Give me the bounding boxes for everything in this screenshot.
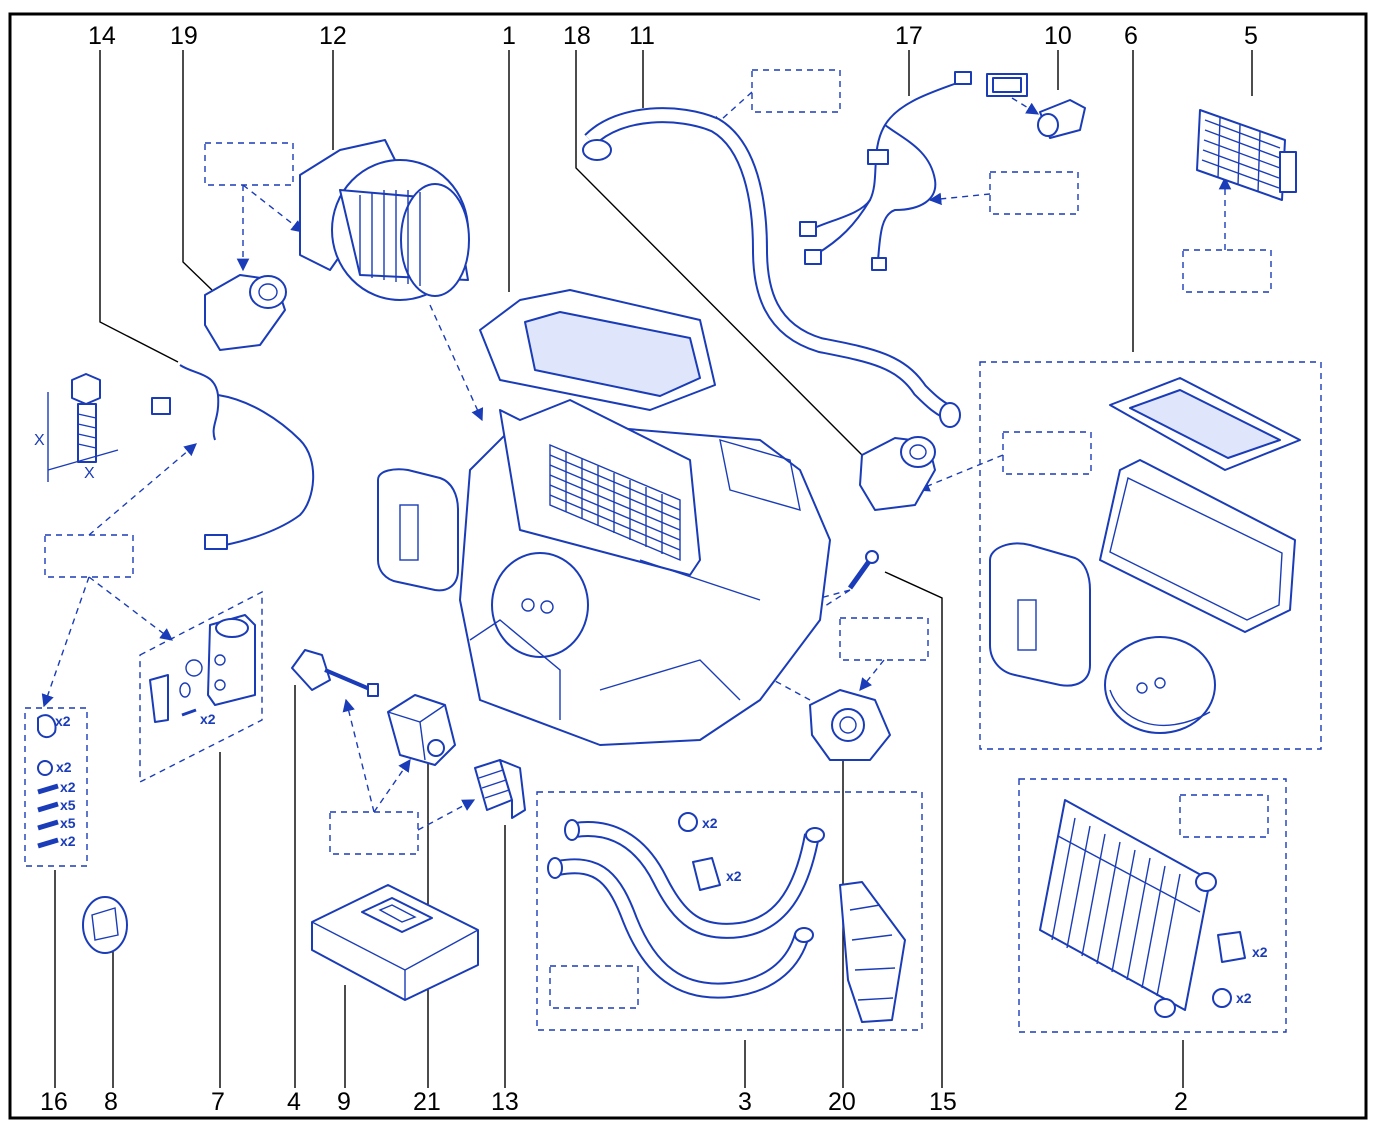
ref-label-19: 19	[170, 22, 198, 50]
ref-label-13: 13	[491, 1088, 519, 1116]
qty-label-kit2-clip: x2	[1252, 944, 1268, 960]
ref-label-5: 5	[1244, 22, 1258, 50]
part-16-fastener-kit: x2 x2 x2 x5 x5 x2	[37, 713, 76, 849]
leader-14	[99, 50, 179, 363]
qty-label-kit16-5: x2	[60, 833, 76, 849]
part-7-expansion-valve-kit: x2	[149, 614, 256, 727]
arrow-14	[88, 443, 197, 536]
part-4-sensor-probe	[291, 649, 379, 697]
placeholder-box-6	[1002, 431, 1092, 475]
qty-label-kit16-4: x5	[60, 815, 76, 831]
qty-label-kit16-3: x5	[60, 797, 76, 813]
part-8-grommet	[82, 896, 128, 954]
leader-18	[575, 50, 863, 456]
ref-label-11: 11	[629, 22, 655, 50]
part-15-screw	[847, 550, 879, 590]
part-1-hvac-unit	[377, 289, 831, 746]
part-13-blower-resistor	[474, 759, 526, 819]
hvac-actuator-disc	[491, 552, 589, 658]
qty-label-kit16-1: x2	[56, 759, 72, 775]
arrow-12-b	[242, 184, 304, 233]
part-5-electric-heater	[1196, 109, 1297, 201]
part-11-hose	[582, 107, 961, 428]
ref-label-16: 16	[40, 1088, 68, 1116]
placeholder-box-12	[204, 142, 294, 186]
ref-label-20: 20	[828, 1088, 856, 1116]
arrow-17	[928, 192, 991, 206]
placeholder-box-21	[329, 811, 419, 855]
ref-label-2: 2	[1174, 1088, 1188, 1116]
part-2-heater-core-kit: x2 x2	[1039, 799, 1268, 1018]
hvac-grille	[549, 443, 681, 562]
ref-label-10: 10	[1044, 22, 1072, 50]
kit-box-7	[139, 590, 263, 784]
qty-label-kit3-clip: x2	[726, 868, 742, 884]
part-21-actuator	[387, 694, 456, 766]
ref-label-8: 8	[104, 1088, 118, 1116]
arrow-14-to-7	[88, 576, 174, 641]
ref-label-4: 4	[287, 1088, 301, 1116]
placeholder-box-17	[989, 171, 1079, 215]
dimension-mark-x-horizontal: X	[84, 465, 95, 482]
qty-label-kit3-ring: x2	[702, 815, 718, 831]
ref-label-21: 21	[413, 1088, 441, 1116]
ref-label-7: 7	[211, 1088, 225, 1116]
arrow-14-to-16	[41, 576, 90, 708]
diagram-frame	[8, 12, 1368, 1120]
leader-lines	[54, 50, 1253, 1088]
arrow-10	[1011, 97, 1040, 115]
qty-label-kit7-screw: x2	[200, 711, 216, 727]
placeholder-box-20	[839, 617, 929, 661]
placeholder-box-11	[751, 69, 841, 113]
arrow-20	[859, 659, 885, 691]
placeholder-box-14	[44, 534, 134, 578]
ref-label-14: 14	[88, 22, 116, 50]
arrow-21-b	[373, 758, 411, 813]
arrow-21-a	[342, 698, 375, 813]
placeholder-box-3	[549, 965, 639, 1009]
bolt-dimension-detail: X X	[34, 373, 119, 482]
qty-label-kit16-0: x2	[55, 713, 71, 729]
part-10-sensor	[986, 73, 1086, 139]
leader-15	[884, 571, 943, 1088]
kit-box-2	[1018, 778, 1287, 1033]
part-14-temp-sensor-wire	[151, 364, 315, 550]
ref-label-18: 18	[563, 22, 591, 50]
ref-label-1: 1	[502, 22, 516, 50]
part-18-flap-motor	[859, 436, 936, 511]
qty-label-kit2-ring: x2	[1236, 990, 1252, 1006]
part-9-control-module	[311, 884, 479, 1001]
placeholder-box-2	[1179, 794, 1269, 838]
arrow-13	[417, 799, 476, 831]
dimension-mark-x-vertical: X	[34, 432, 45, 449]
kit-box-6	[979, 361, 1322, 750]
part-19-flap-motor	[204, 274, 287, 351]
part-6-filter-seals-kit	[989, 377, 1301, 734]
part-17-wiring-harness	[799, 71, 972, 271]
ref-label-3: 3	[738, 1088, 752, 1116]
ref-label-6: 6	[1124, 22, 1138, 50]
ref-label-12: 12	[319, 22, 347, 50]
part-12-blower-motor	[299, 139, 470, 301]
ref-label-9: 9	[337, 1088, 351, 1116]
kit-box-3	[536, 791, 923, 1031]
arrow-12-to-1	[429, 304, 484, 422]
part-3-heater-pipes-kit: x2 x2	[547, 812, 906, 1023]
qty-label-kit16-2: x2	[60, 779, 76, 795]
placeholder-box-5	[1182, 249, 1272, 293]
ref-label-17: 17	[895, 22, 923, 50]
ref-label-15: 15	[929, 1088, 957, 1116]
part-20-actuator	[809, 689, 891, 761]
arrow-6	[916, 454, 1004, 492]
leader-19	[182, 50, 213, 291]
